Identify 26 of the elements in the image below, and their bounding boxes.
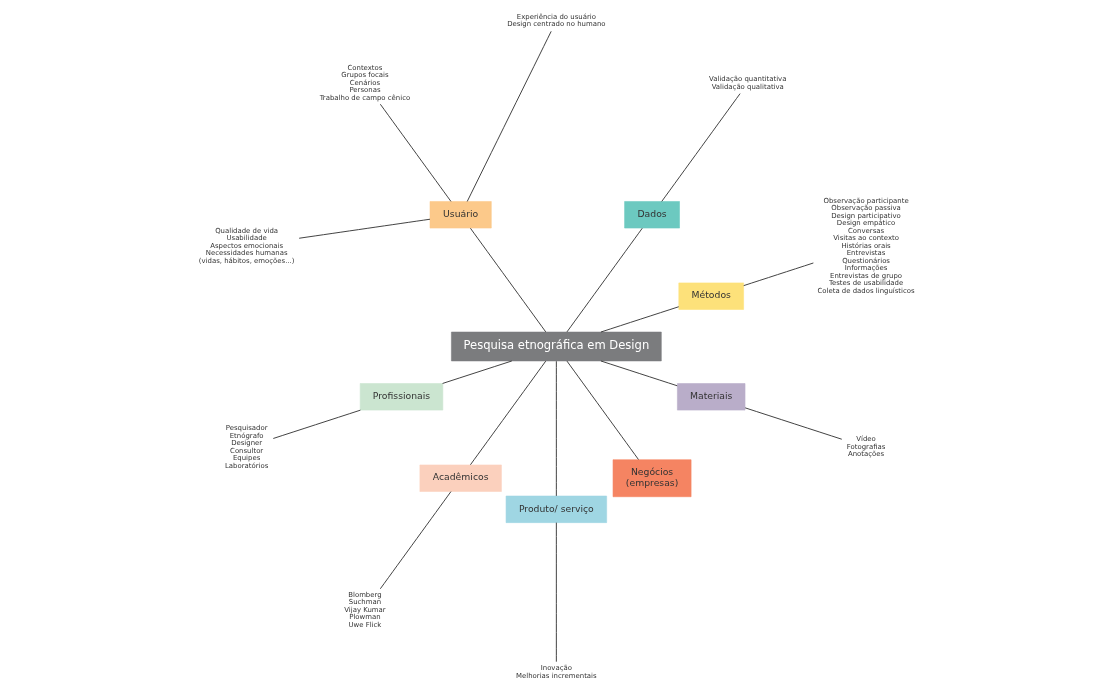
node-box: Negócios (empresas): [612, 459, 692, 498]
connector: [466, 30, 552, 202]
connector: [555, 360, 557, 497]
connector: [744, 407, 843, 440]
connector: [442, 360, 513, 384]
connector: [600, 306, 680, 333]
node-box: Profissionais: [359, 383, 444, 411]
connector: [661, 93, 741, 202]
connector: [566, 227, 643, 333]
connector: [555, 522, 557, 663]
node-box: Produto/ serviço: [505, 495, 607, 523]
node-box: Dados: [624, 201, 680, 229]
node-box: Acadêmicos: [419, 464, 502, 492]
connector: [298, 218, 431, 239]
connector: [379, 103, 452, 202]
connector: [566, 360, 639, 460]
connector: [743, 262, 814, 287]
connector: [379, 491, 452, 590]
connector: [469, 360, 547, 466]
node-box: Pesquisa etnográfica em Design: [451, 331, 662, 362]
connector: [469, 227, 547, 333]
node-box: Usuário: [429, 201, 492, 229]
connector: [600, 360, 678, 387]
node-box: Métodos: [678, 282, 744, 310]
connector: [272, 409, 361, 439]
node-box: Materiais: [677, 383, 746, 411]
